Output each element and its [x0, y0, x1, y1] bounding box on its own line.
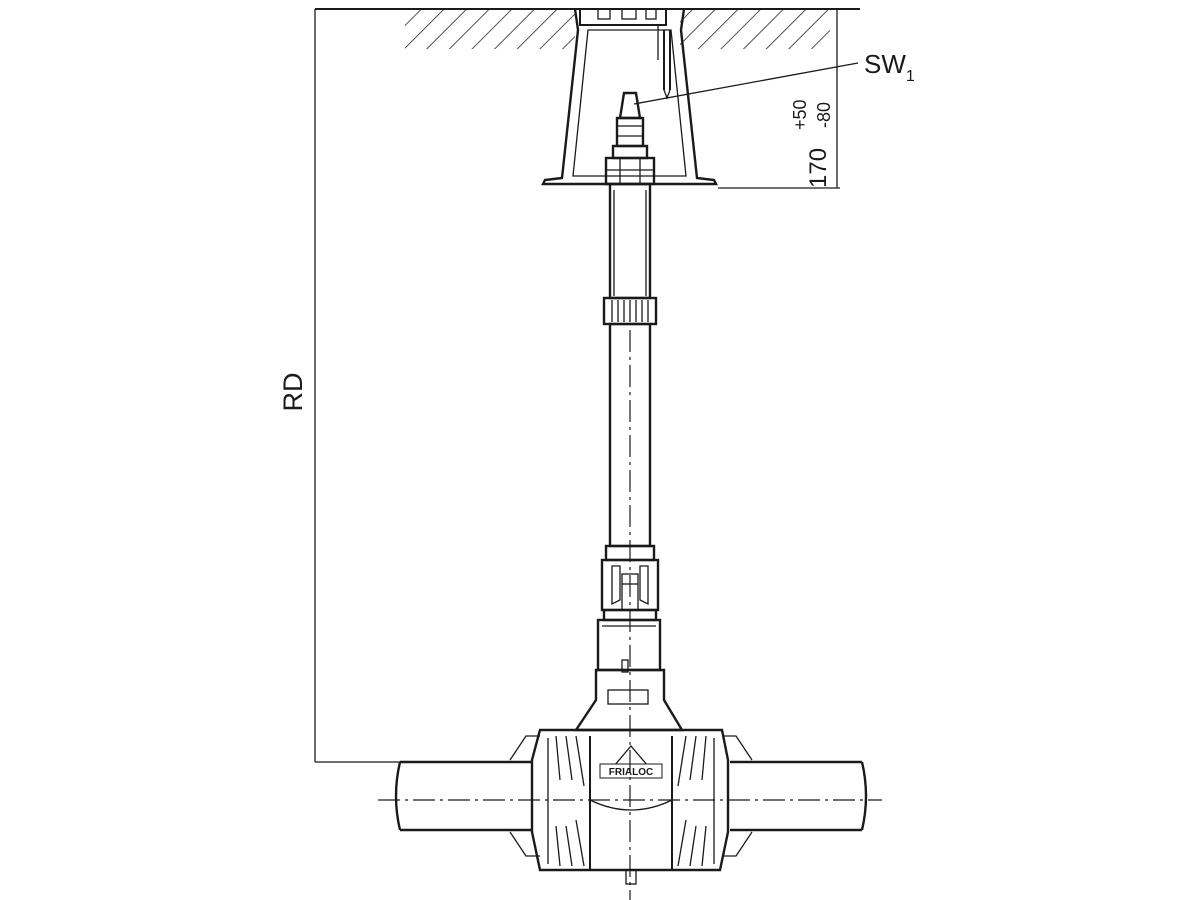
- pipe-spigot-right: [722, 735, 868, 857]
- tolerance-upper: +50: [790, 99, 810, 130]
- sw1-callout: SW1: [633, 49, 915, 105]
- brand-name: FRIALOC: [609, 767, 653, 778]
- valve-body: [530, 728, 730, 885]
- rd-dimension: RD: [278, 9, 530, 763]
- spindle-head: [604, 91, 656, 186]
- tolerance-lower: -80: [814, 102, 834, 128]
- ground-surface: [315, 8, 860, 49]
- svg-text:SW1: SW1: [864, 49, 915, 85]
- coupling-sleeve: [602, 296, 658, 326]
- valve-neck: [573, 618, 685, 732]
- brand-logo: FRIALOC: [599, 744, 663, 779]
- sw-label: SW: [864, 49, 906, 79]
- rd-label: RD: [278, 373, 308, 412]
- cover-depth-dimension: 170 +50 -80: [718, 9, 840, 189]
- center-lines: [378, 330, 882, 900]
- sw-subscript: 1: [906, 68, 915, 85]
- pipe-spigot-left: [394, 735, 540, 857]
- depth-value: 170: [805, 148, 832, 188]
- extension-tube-upper: [608, 182, 652, 300]
